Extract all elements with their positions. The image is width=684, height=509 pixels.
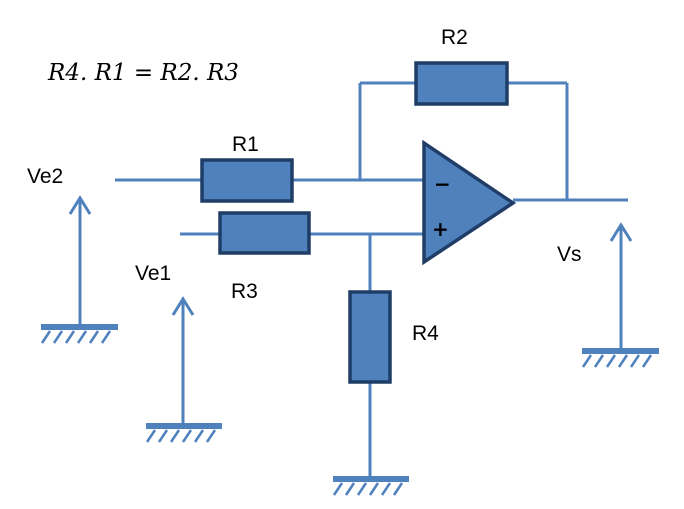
resistor-r2 <box>414 61 509 106</box>
ve1-label: Ve1 <box>135 262 171 285</box>
vs-arrowhead <box>609 222 633 242</box>
r3-label: R3 <box>231 280 258 303</box>
opamp-symbol <box>422 139 517 266</box>
vs-label: Vs <box>557 243 582 266</box>
ve2-arrowhead <box>68 195 92 215</box>
opamp-inverting-sign: − <box>434 172 451 196</box>
ground-ve1 <box>145 423 222 443</box>
ground-ve2 <box>40 324 118 344</box>
r4-label: R4 <box>412 322 439 345</box>
ve1-arrowhead <box>171 296 195 316</box>
r2-label: R2 <box>441 26 468 49</box>
resistor-r1 <box>200 158 294 203</box>
ground-r4 <box>332 476 409 496</box>
resistor-r4 <box>348 290 392 384</box>
balance-formula: R4. R1 = R2. R3 <box>47 60 239 86</box>
resistor-r3 <box>218 211 311 255</box>
ve2-label: Ve2 <box>27 165 63 188</box>
opamp-noninverting-sign: + <box>432 217 449 241</box>
r1-label: R1 <box>232 133 259 156</box>
ground-vs <box>581 348 659 368</box>
